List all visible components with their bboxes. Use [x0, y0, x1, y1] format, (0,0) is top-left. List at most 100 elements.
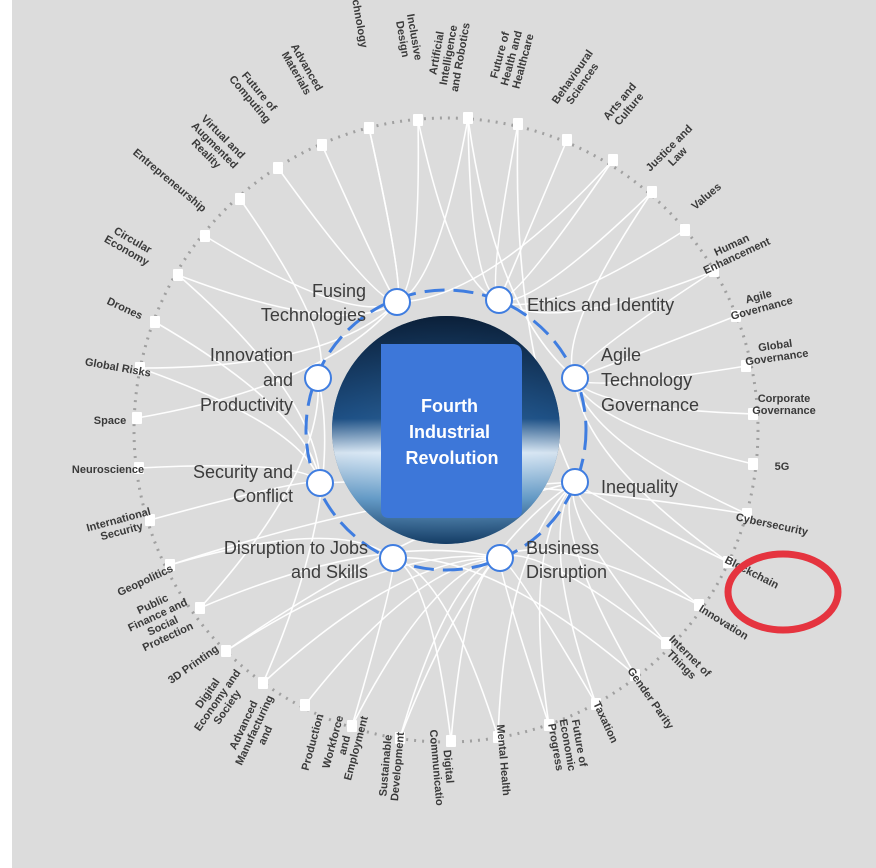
outer-topic-space[interactable]: Space: [94, 362, 145, 427]
outer-topic-marker[interactable]: [493, 731, 503, 743]
outer-topic-human-enhancement[interactable]: HumanEnhancement: [697, 225, 773, 277]
outer-topic-marker[interactable]: [446, 735, 456, 747]
inner-node-dot[interactable]: [306, 469, 334, 497]
inner-node-dot[interactable]: [486, 544, 514, 572]
inner-node-ethics[interactable]: Ethics and Identity: [485, 286, 674, 315]
outer-topic-global-risks[interactable]: Global Risks: [84, 316, 160, 380]
outer-topic-advanced-materials[interactable]: AdvancedMaterials: [278, 42, 374, 134]
outer-topic-marker[interactable]: [741, 360, 751, 372]
outer-topic-agile-governance[interactable]: AgileGovernance: [726, 283, 795, 323]
link-advanced-manufacturing-and-production-business: [262, 557, 501, 684]
outer-topic-marker[interactable]: [195, 602, 205, 614]
outer-topic-marker[interactable]: [562, 134, 572, 146]
outer-topic-label: Gender Parity: [625, 666, 677, 733]
outer-topic-behavioural-sciences[interactable]: BehaviouralSciences: [550, 48, 606, 146]
outer-topic-values[interactable]: Values: [680, 181, 724, 236]
outer-topic-marker[interactable]: [235, 193, 245, 205]
outer-topic-label: Future ofComputing: [226, 66, 282, 126]
outer-topic-internet-of-things[interactable]: Internet ofThings: [658, 633, 713, 688]
outer-topic-label: Virtual andAugmentedReality: [180, 112, 248, 180]
inner-node-dot[interactable]: [304, 364, 332, 392]
outer-topic-marker[interactable]: [135, 362, 145, 374]
outer-topic-marker[interactable]: [395, 732, 405, 744]
outer-topic-workforce-and-employment[interactable]: WorkforceandEmployment: [319, 708, 371, 781]
outer-topic-marker[interactable]: [591, 698, 601, 710]
link-taxation-inequality: [559, 481, 597, 705]
outer-topic-marker[interactable]: [748, 458, 758, 470]
inner-node-dot[interactable]: [383, 288, 411, 316]
outer-topic-marker[interactable]: [513, 118, 523, 130]
outer-topic-marker[interactable]: [608, 154, 618, 166]
outer-topic-marker[interactable]: [273, 162, 283, 174]
inner-node-dot[interactable]: [561, 468, 589, 496]
outer-topic-marker[interactable]: [364, 122, 374, 134]
outer-topic-marker[interactable]: [463, 112, 473, 124]
outer-topic-biotechnology[interactable]: Biotechnology: [344, 0, 374, 134]
outer-topic-marker[interactable]: [347, 720, 357, 732]
outer-topic-future-of-health-and-healthcare[interactable]: Future ofHealth andHealthcare: [487, 26, 537, 130]
outer-topic-neuroscience[interactable]: Neuroscience: [72, 412, 144, 476]
inner-node-dot[interactable]: [485, 286, 513, 314]
link-production-business: [304, 557, 501, 706]
outer-topic-marker[interactable]: [200, 230, 210, 242]
outer-topic-global-governance[interactable]: GlobalGovernance: [741, 336, 809, 372]
outer-topic-marker[interactable]: [221, 645, 231, 657]
outer-topic-arts-and-culture[interactable]: Arts andCulture: [601, 81, 648, 166]
outer-topic-marker[interactable]: [748, 408, 758, 420]
outer-topic-marker[interactable]: [150, 316, 160, 328]
inner-node-dot[interactable]: [561, 364, 589, 392]
outer-topic-marker[interactable]: [173, 269, 183, 281]
outer-topic-marker[interactable]: [300, 699, 310, 711]
outer-topic-marker[interactable]: [694, 599, 704, 611]
outer-topic-artificial-intelligence-and-robotics[interactable]: ArtificialIntelligenceand Robotics: [425, 18, 473, 124]
outer-topic-future-of-economic-progress[interactable]: Future ofEconomicProgress: [544, 716, 589, 774]
outer-topic-5g[interactable]: 5G: [748, 458, 789, 473]
outer-topic-marker[interactable]: [661, 637, 671, 649]
outer-topic-marker[interactable]: [723, 556, 733, 568]
outer-topic-justice-and-law[interactable]: Justice andLaw: [644, 123, 704, 198]
outer-topic-drones[interactable]: Drones: [105, 269, 183, 322]
outer-topic-label: InclusiveDesign: [392, 13, 424, 64]
outer-topic-marker[interactable]: [731, 310, 741, 322]
outer-topic-digital-communications[interactable]: DigitalCommunicatio: [427, 728, 458, 806]
outer-topic-label: Drones: [105, 295, 144, 322]
outer-topic-label: Justice andLaw: [644, 123, 704, 183]
outer-topic-marker[interactable]: [709, 265, 719, 277]
outer-topic-marker[interactable]: [258, 677, 268, 689]
outer-topic-marker[interactable]: [134, 462, 144, 474]
outer-topic-marker[interactable]: [630, 669, 640, 681]
inner-node-dot[interactable]: [379, 544, 407, 572]
outer-topic-sustainable-development[interactable]: SustainableDevelopment: [377, 730, 407, 801]
link-public-finance-and-social-protection-jobs: [169, 537, 394, 566]
outer-topic-mental-health[interactable]: Mental Health: [493, 724, 512, 797]
outer-topic-marker[interactable]: [742, 508, 752, 520]
outer-topic-marker[interactable]: [132, 412, 142, 424]
outer-topic-marker[interactable]: [413, 114, 423, 126]
outer-topic-marker[interactable]: [165, 559, 175, 571]
inner-node-inequality[interactable]: Inequality: [561, 468, 678, 497]
outer-topic-marker[interactable]: [680, 224, 690, 236]
outer-topic-gender-parity[interactable]: Gender Parity: [625, 666, 677, 733]
outer-topic-label: Neuroscience: [72, 464, 144, 476]
outer-topic-marker[interactable]: [145, 514, 155, 526]
outer-topic-inclusive-design[interactable]: InclusiveDesign: [392, 13, 424, 126]
outer-topic-marker[interactable]: [317, 139, 327, 151]
outer-topic-taxation[interactable]: Taxation: [590, 698, 620, 745]
link-advanced-manufacturing-and-production-innovation: [262, 377, 326, 684]
inner-node-label: Inequality: [601, 477, 678, 497]
outer-topic-marker[interactable]: [544, 719, 554, 731]
outer-topic-label: Geopolitics: [116, 563, 175, 599]
outer-topic-cybersecurity[interactable]: Cybersecurity: [735, 508, 810, 539]
outer-topic-marker[interactable]: [647, 186, 657, 198]
link-advanced-materials-fusing: [368, 127, 400, 303]
